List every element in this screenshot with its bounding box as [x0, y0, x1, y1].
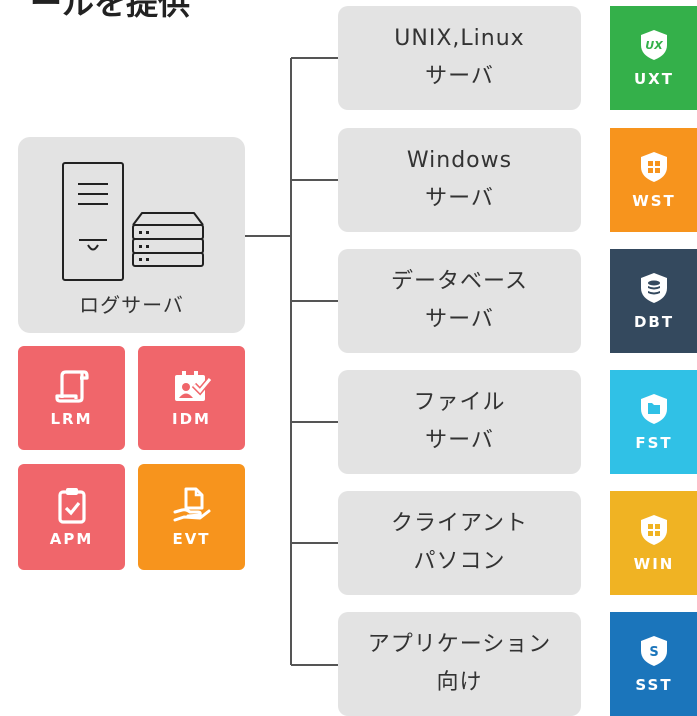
- shield-ux-icon: UX: [641, 30, 667, 60]
- tile-lrm: LRM: [18, 346, 125, 450]
- clipboard-check-icon: [57, 488, 86, 524]
- badge-uxt-label: UXT: [634, 70, 674, 88]
- shield-windows-icon: [641, 515, 667, 545]
- tile-idm: IDM: [138, 346, 245, 450]
- tile-evt-label: EVT: [172, 530, 211, 548]
- badge-sst: S SST: [610, 612, 697, 716]
- uxt-icon-text: UX: [645, 39, 663, 52]
- server-client-pc-label: クライアント パソコン: [390, 511, 529, 574]
- server-file-label: ファイル サーバ: [413, 390, 506, 453]
- badge-wst-label: WST: [632, 192, 676, 210]
- server-database-label: データベース サーバ: [391, 269, 528, 332]
- tile-apm: APM: [18, 464, 125, 570]
- server-unix-linux: UNIX,Linux サーバ: [338, 6, 581, 110]
- server-file: ファイル サーバ: [338, 370, 581, 474]
- id-card-check-icon: [174, 371, 212, 401]
- server-illustration-icon: [62, 162, 204, 281]
- server-application: アプリケーション 向け: [338, 612, 581, 716]
- shield-windows-icon: [641, 152, 667, 182]
- shield-database-icon: [641, 273, 667, 303]
- badge-fst: FST: [610, 370, 697, 474]
- page-heading: ールを提供: [30, 0, 191, 22]
- shield-folder-icon: [641, 394, 667, 424]
- server-windows-label: Windows サーバ: [406, 148, 513, 211]
- log-server-box: ログサーバ: [18, 137, 245, 333]
- server-application-label: アプリケーション 向け: [367, 632, 552, 695]
- shield-s-icon: S: [641, 636, 667, 666]
- tile-evt: EVT: [138, 464, 245, 570]
- tile-apm-label: APM: [49, 530, 94, 548]
- badge-win-label: WIN: [633, 555, 675, 573]
- server-unix-linux-label: UNIX,Linux サーバ: [394, 26, 525, 89]
- badge-dbt-label: DBT: [633, 313, 675, 331]
- server-windows: Windows サーバ: [338, 128, 581, 232]
- tile-idm-label: IDM: [172, 410, 211, 428]
- badge-dbt: DBT: [610, 249, 697, 353]
- server-client-pc: クライアント パソコン: [338, 491, 581, 595]
- hand-document-icon: [173, 487, 210, 522]
- badge-win: WIN: [610, 491, 697, 595]
- server-database: データベース サーバ: [338, 249, 581, 353]
- badge-fst-label: FST: [635, 434, 673, 452]
- sst-icon-text: S: [649, 645, 658, 660]
- scroll-icon: [54, 370, 89, 403]
- badge-uxt: UX UXT: [610, 6, 697, 110]
- tile-lrm-label: LRM: [50, 410, 93, 428]
- log-server-label: ログサーバ: [79, 293, 184, 317]
- badge-wst: WST: [610, 128, 697, 232]
- badge-sst-label: SST: [635, 676, 673, 694]
